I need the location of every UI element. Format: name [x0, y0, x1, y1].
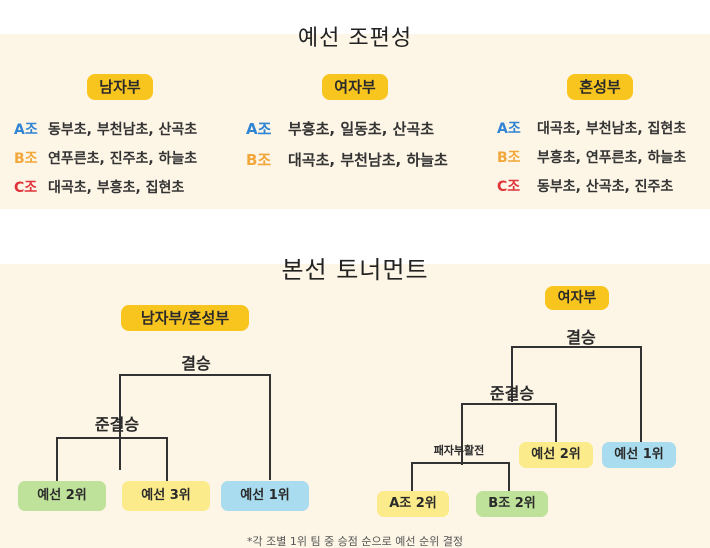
group-letter-b: B조: [246, 151, 272, 169]
main-title: 본선 토너먼트: [281, 256, 429, 284]
group-letter-c: C조: [497, 179, 521, 195]
group-row-men-a: A조 동부초, 부천남초, 산곡초: [14, 119, 197, 139]
group-letter-a: A조: [246, 120, 272, 138]
left-final-label: 결승: [181, 354, 211, 373]
group-letter-a: A조: [497, 121, 521, 137]
left-semi-connector: [56, 437, 168, 483]
group-schools: 대곡초, 부천남초, 집현초: [537, 121, 687, 137]
group-row-women-a: A조 부흥초, 일동초, 산곡초: [246, 118, 434, 139]
division-badge-mixed: 혼성부: [567, 74, 633, 100]
seed-left-prelim-3: 예선 3위: [122, 481, 210, 511]
left-final-connector: [119, 374, 271, 480]
group-row-men-c: C조 대곡초, 부흥초, 집현초: [14, 177, 184, 197]
right-final-label: 결승: [566, 328, 596, 347]
group-schools: 동부초, 부천남초, 산곡초: [48, 122, 198, 138]
group-letter-a: A조: [14, 122, 38, 138]
right-semi-label: 준결승: [489, 384, 535, 403]
right-semi-connector: [461, 403, 557, 465]
group-schools: 동부초, 산곡초, 진주초: [537, 179, 674, 195]
seed-left-prelim-2: 예선 2위: [18, 481, 106, 511]
group-row-mixed-a: A조 대곡초, 부천남초, 집현초: [497, 118, 686, 138]
right-repechage-connector: [411, 462, 510, 492]
group-letter-c: C조: [14, 180, 38, 196]
group-row-mixed-b: B조 부흥초, 연푸른초, 하늘초: [497, 147, 686, 167]
group-row-women-b: B조 대곡초, 부천남초, 하늘초: [246, 149, 448, 170]
group-schools: 부흥초, 일동초, 산곡초: [288, 120, 435, 138]
group-schools: 대곡초, 부흥초, 집현초: [48, 180, 185, 196]
seed-right-b-2: B조 2위: [476, 491, 548, 517]
group-letter-b: B조: [497, 150, 521, 166]
group-letter-b: B조: [14, 151, 38, 167]
seed-right-a-2: A조 2위: [377, 491, 449, 517]
group-row-mixed-c: C조 동부초, 산곡초, 진주초: [497, 176, 673, 196]
bracket-badge-men-mixed: 남자부/혼성부: [121, 305, 249, 331]
left-semi-label: 준결승: [94, 415, 140, 434]
seed-right-prelim-2: 예선 2위: [519, 442, 593, 468]
seed-left-prelim-1: 예선 1위: [221, 481, 309, 511]
group-schools: 부흥초, 연푸른초, 하늘초: [537, 150, 687, 166]
bracket-badge-women: 여자부: [545, 286, 609, 310]
seed-right-prelim-1: 예선 1위: [602, 442, 676, 468]
division-badge-women: 여자부: [322, 74, 388, 100]
right-repechage-label: 패자부활전: [433, 444, 485, 457]
group-schools: 대곡초, 부천남초, 하늘초: [288, 151, 448, 169]
division-badge-men: 남자부: [87, 74, 153, 100]
footnote: *각 조별 1위 팀 중 승점 순으로 예선 순위 결정: [246, 535, 463, 548]
right-final-connector: [511, 346, 642, 442]
prelim-section-band: [0, 34, 710, 209]
main-section-band: [0, 264, 710, 548]
group-schools: 연푸른초, 진주초, 하늘초: [48, 151, 198, 167]
group-row-men-b: B조 연푸른초, 진주초, 하늘초: [14, 148, 197, 168]
prelim-title: 예선 조편성: [297, 26, 413, 51]
